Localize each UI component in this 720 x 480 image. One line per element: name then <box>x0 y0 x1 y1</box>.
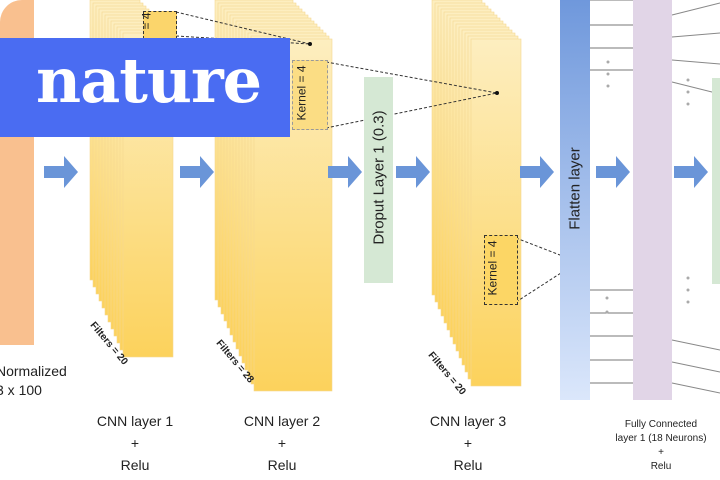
kernel-box-2: Kernel = 4 <box>292 60 328 130</box>
ellipsis-dot <box>605 310 609 314</box>
kernel-projection-line <box>175 11 311 45</box>
kernel-projection-line <box>325 92 498 129</box>
cnn2-activation: Relu <box>267 457 297 473</box>
input-label: Normalized 3 x 100 <box>0 362 67 400</box>
nature-logo-text: nature <box>36 44 262 117</box>
kernel-label-1: = 4 <box>139 12 154 30</box>
fc-connection <box>671 32 720 38</box>
ellipsis-dot <box>686 276 690 280</box>
fc-line2: layer 1 (18 Neurons) <box>615 433 707 444</box>
fc-connection <box>671 59 720 65</box>
ellipsis-dot <box>605 296 609 300</box>
cnn3-activation: Relu <box>453 457 483 473</box>
ellipsis-dot <box>606 60 610 64</box>
cnn1-activation: Relu <box>120 457 150 473</box>
fc-connection <box>671 361 720 373</box>
fc-caption: Fully Connected layer 1 (18 Neurons) + R… <box>596 418 720 474</box>
right-arrow-icon <box>596 156 630 188</box>
projection-point <box>495 91 499 95</box>
cnn3-title: CNN layer 3 <box>429 413 507 429</box>
fc-activation: Relu <box>650 461 672 472</box>
kernel-projection-line <box>325 61 498 94</box>
flatten-layer: Flatten layer <box>560 0 590 400</box>
cnn2-plus: + <box>277 435 287 451</box>
kernel-box-1: = 4 <box>139 11 177 39</box>
ellipsis-dot <box>686 288 690 292</box>
dropout-label: Droput Layer 1 (0.3) <box>370 110 388 245</box>
cnn2-title: CNN layer 2 <box>243 413 321 429</box>
kernel-label-2: Kernel = 4 <box>294 65 309 121</box>
nature-logo-banner: nature <box>0 38 290 137</box>
fc-connection <box>671 2 720 16</box>
fully-connected-layer <box>633 0 672 400</box>
output-layer <box>712 78 720 284</box>
fc-connection <box>671 339 720 351</box>
cnn1-title: CNN layer 1 <box>96 413 174 429</box>
cnn1-caption: CNN layer 1 + Relu <box>80 410 190 476</box>
right-arrow-icon <box>520 156 554 188</box>
right-arrow-icon <box>674 156 708 188</box>
dropout-layer: Droput Layer 1 (0.3) <box>364 77 393 283</box>
cnn3-caption: CNN layer 3 + Relu <box>413 410 523 476</box>
right-arrow-icon <box>44 156 78 188</box>
kernel-box-3: Kernel = 4 <box>484 235 518 305</box>
cnn2-caption: CNN layer 2 + Relu <box>227 410 337 476</box>
cnn3-filter <box>470 38 522 387</box>
projection-point <box>308 42 312 46</box>
right-arrow-icon <box>396 156 430 188</box>
cnn3-plus: + <box>463 435 473 451</box>
cnn1-plus: + <box>130 435 140 451</box>
right-arrow-icon <box>328 156 362 188</box>
input-label-line1: Normalized <box>0 363 67 379</box>
fc-connection <box>671 382 720 394</box>
input-label-line2: 3 x 100 <box>0 382 42 398</box>
ellipsis-dot <box>686 90 690 94</box>
fc-plus: + <box>658 447 664 458</box>
ellipsis-dot <box>686 102 690 106</box>
ellipsis-dot <box>686 78 690 82</box>
right-arrow-icon <box>180 156 214 188</box>
fc-line1: Fully Connected <box>624 419 698 430</box>
kernel-label-3: Kernel = 4 <box>485 240 500 296</box>
ellipsis-dot <box>686 300 690 304</box>
flatten-label: Flatten layer <box>566 147 584 230</box>
ellipsis-dot <box>606 84 610 88</box>
ellipsis-dot <box>606 72 610 76</box>
